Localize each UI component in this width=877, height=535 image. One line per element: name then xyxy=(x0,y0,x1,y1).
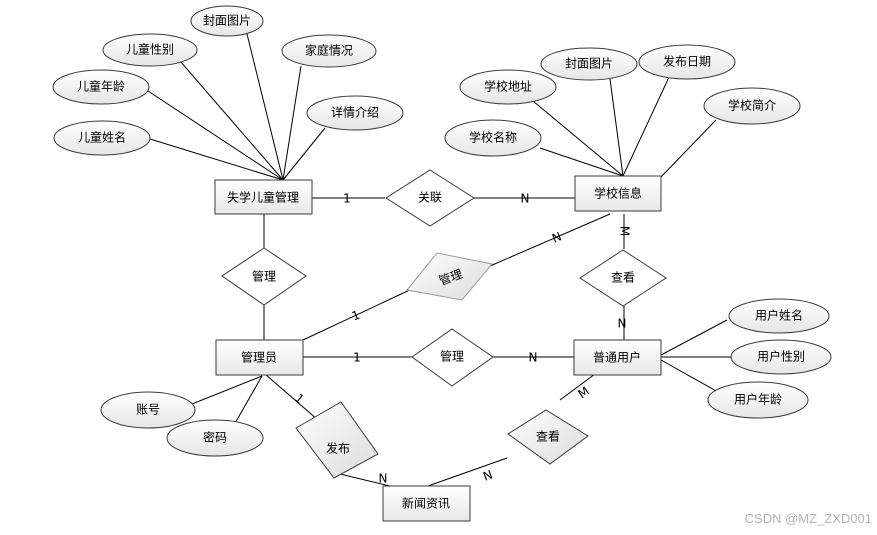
line-school-name xyxy=(539,147,624,177)
line-child-name xyxy=(149,138,284,181)
attr-admin-password: 密码 xyxy=(166,419,264,457)
svg-text:新闻资讯: 新闻资讯 xyxy=(402,496,450,511)
line-school-cover xyxy=(609,78,624,177)
line-admin-publish xyxy=(264,373,319,421)
rel-child-school: 关联 xyxy=(385,169,475,227)
entity-user: 普通用户 xyxy=(573,339,662,376)
card-child-school-1: 1 xyxy=(343,192,351,206)
attr-child-detail: 详情介绍 xyxy=(306,95,404,131)
line-admin-manage2 xyxy=(302,287,415,341)
svg-text:用户姓名: 用户姓名 xyxy=(755,308,803,323)
attr-school-cover: 封面图片 xyxy=(540,47,638,81)
svg-text:儿童性别: 儿童性别 xyxy=(126,42,174,57)
line-view2-news xyxy=(427,457,508,487)
line-manage2-school xyxy=(489,213,611,267)
svg-text:用户性别: 用户性别 xyxy=(757,349,805,364)
card-admin-news-n: N xyxy=(379,472,388,486)
svg-text:关联: 关联 xyxy=(418,191,442,205)
line-child-age xyxy=(147,90,284,181)
card-admin-user-1: 1 xyxy=(353,351,361,365)
card-user-news-n: N xyxy=(481,467,494,483)
attr-user-age: 用户年龄 xyxy=(707,381,809,419)
attributes: 封面图片 儿童性别 家庭情况 儿童年龄 详情介绍 儿童姓名 封面图片 发布日期 xyxy=(52,5,832,457)
entities: 失学儿童管理 学校信息 管理员 普通用户 新闻资讯 xyxy=(214,175,662,522)
svg-text:封面图片: 封面图片 xyxy=(203,14,251,28)
rel-child-admin: 管理 xyxy=(221,247,307,306)
rel-user-news: 查看 xyxy=(507,409,589,465)
svg-text:儿童年龄: 儿童年龄 xyxy=(77,79,125,94)
line-user-name xyxy=(660,319,728,356)
svg-text:密码: 密码 xyxy=(203,430,227,445)
rel-admin-user: 管理 xyxy=(411,328,494,387)
line-school-intro xyxy=(659,119,717,179)
card-school-user-m: M xyxy=(618,226,632,236)
svg-text:学校名称: 学校名称 xyxy=(469,130,517,145)
entity-school-info: 学校信息 xyxy=(574,175,662,212)
line-publish-news xyxy=(339,473,391,487)
line-school-date xyxy=(622,74,671,177)
svg-text:查看: 查看 xyxy=(536,430,560,444)
card-child-school-n: N xyxy=(521,192,530,206)
line-child-family xyxy=(282,65,302,181)
line-child-cover xyxy=(246,33,284,181)
svg-text:发布: 发布 xyxy=(326,441,350,456)
attr-child-gender: 儿童性别 xyxy=(102,33,198,67)
line-user-view2 xyxy=(559,373,596,401)
attr-admin-account: 账号 xyxy=(100,391,196,429)
rel-admin-news: 发布 xyxy=(295,401,379,479)
svg-text:学校信息: 学校信息 xyxy=(594,186,642,201)
rel-admin-school: 管理 xyxy=(406,252,493,301)
svg-text:账号: 账号 xyxy=(136,403,160,417)
attr-user-name: 用户姓名 xyxy=(728,298,830,334)
line-admin-password xyxy=(233,375,263,426)
svg-text:查看: 查看 xyxy=(611,271,635,285)
attr-child-cover: 封面图片 xyxy=(190,5,264,37)
svg-text:发布日期: 发布日期 xyxy=(663,54,711,69)
line-school-address xyxy=(532,100,624,177)
svg-text:普通用户: 普通用户 xyxy=(593,350,641,365)
card-admin-school-n: N xyxy=(550,229,564,245)
line-child-detail xyxy=(282,127,326,181)
svg-text:详情介绍: 详情介绍 xyxy=(331,105,379,120)
svg-text:家庭情况: 家庭情况 xyxy=(305,43,353,58)
line-admin-account xyxy=(191,375,263,405)
line-child-gender xyxy=(179,60,284,181)
entity-news: 新闻资讯 xyxy=(382,485,471,522)
svg-text:管理: 管理 xyxy=(440,349,464,364)
connector-lines xyxy=(147,33,731,487)
svg-text:学校简介: 学校简介 xyxy=(728,98,776,113)
line-user-age xyxy=(660,359,719,393)
svg-text:管理: 管理 xyxy=(252,269,276,284)
attr-school-name: 学校名称 xyxy=(444,119,542,157)
entity-child-management: 失学儿童管理 xyxy=(214,179,313,215)
svg-text:用户年龄: 用户年龄 xyxy=(734,392,782,407)
entity-admin: 管理员 xyxy=(215,339,304,376)
attr-school-address: 学校地址 xyxy=(459,69,557,105)
attr-child-age: 儿童年龄 xyxy=(52,69,150,105)
watermark: CSDN @MZ_ZXD001 xyxy=(745,511,872,526)
attr-school-date: 发布日期 xyxy=(638,44,736,80)
attr-child-family: 家庭情况 xyxy=(281,34,377,68)
attr-child-name: 儿童姓名 xyxy=(53,120,151,156)
card-school-user-n: N xyxy=(618,317,627,331)
attr-user-gender: 用户性别 xyxy=(730,339,832,375)
attr-school-intro: 学校简介 xyxy=(703,87,801,125)
rel-school-user: 查看 xyxy=(579,249,667,307)
card-admin-news-1: 1 xyxy=(292,391,307,407)
svg-text:学校地址: 学校地址 xyxy=(484,79,532,94)
svg-text:失学儿童管理: 失学儿童管理 xyxy=(227,190,299,205)
svg-text:儿童姓名: 儿童姓名 xyxy=(78,130,126,145)
card-admin-user-n: N xyxy=(529,351,538,365)
svg-text:封面图片: 封面图片 xyxy=(565,57,613,71)
card-admin-school-1: 1 xyxy=(350,308,362,324)
relationships: 关联 管理 管理 查看 管理 发布 查看 xyxy=(221,169,667,479)
svg-text:管理员: 管理员 xyxy=(241,350,277,365)
